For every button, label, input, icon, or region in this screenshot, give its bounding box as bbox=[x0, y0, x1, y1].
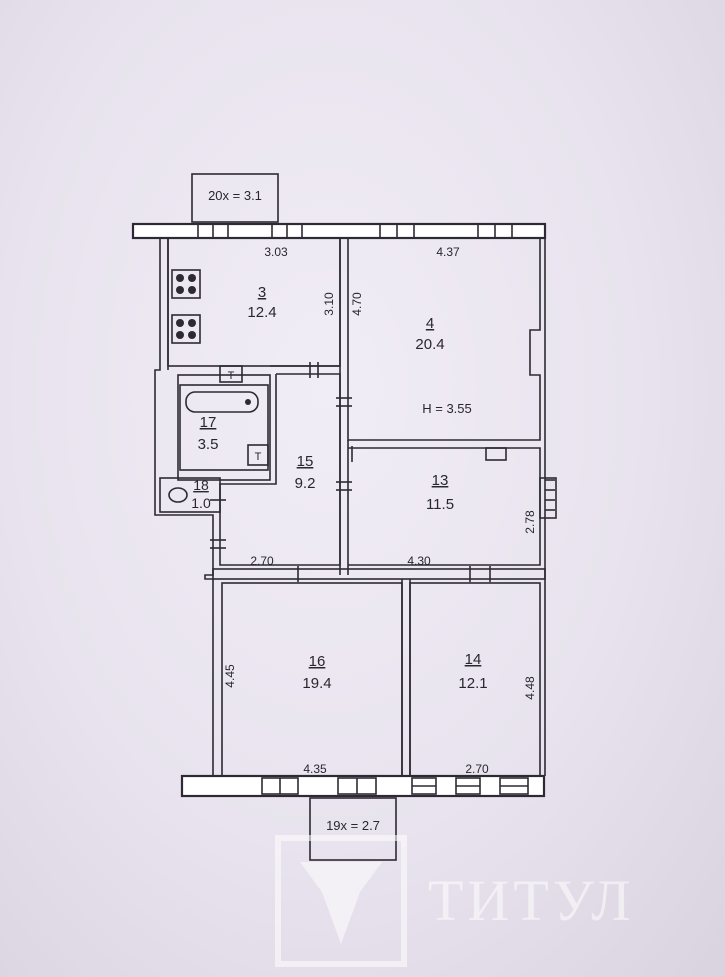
watermark-logo bbox=[275, 835, 407, 967]
dim-room3-width: 3.03 bbox=[264, 245, 288, 259]
room-15-walls bbox=[219, 373, 341, 566]
top-balcony-label: 20х = 3.1 bbox=[208, 188, 262, 203]
room-13-area: 11.5 bbox=[426, 496, 454, 513]
room-3-walls bbox=[167, 237, 341, 367]
dim-room14-width: 2.70 bbox=[465, 762, 489, 776]
door-marks bbox=[210, 362, 491, 582]
room-4-walls bbox=[347, 237, 541, 441]
room-13-number: 13 bbox=[432, 472, 449, 489]
dim-room13-width: 4.30 bbox=[407, 554, 431, 568]
top-wall bbox=[131, 222, 547, 240]
bottom-balcony bbox=[309, 797, 397, 861]
vent-mark: Т bbox=[228, 370, 235, 382]
bottom-windows bbox=[261, 777, 529, 795]
room-18-area: 1.0 bbox=[191, 495, 211, 511]
vent-shaft-icon bbox=[219, 365, 243, 383]
toilet-icon bbox=[168, 487, 188, 503]
dim-room16-depth: 4.45 bbox=[223, 664, 237, 688]
dim-room13-depth: 2.78 bbox=[523, 510, 537, 534]
bottom-balcony-label: 19х = 2.7 bbox=[326, 818, 380, 833]
middle-wall bbox=[212, 568, 546, 580]
room-4-number: 4 bbox=[426, 315, 434, 332]
top-windows bbox=[197, 223, 513, 239]
dim-room3-depth: 3.10 bbox=[322, 292, 336, 316]
bottom-wall bbox=[180, 774, 546, 798]
dim-room4-depth: 4.70 bbox=[350, 292, 364, 316]
room-17-walls bbox=[179, 384, 269, 471]
room-14-number: 14 bbox=[465, 651, 482, 668]
window bbox=[539, 477, 557, 519]
room-16-area: 19.4 bbox=[302, 675, 331, 692]
dim-room15-width: 2.70 bbox=[250, 554, 274, 568]
room-17-number: 17 bbox=[200, 414, 217, 431]
stove-icon bbox=[171, 269, 201, 299]
room-3-area: 12.4 bbox=[247, 304, 276, 321]
left-outline bbox=[154, 238, 214, 776]
room-17-area: 3.5 bbox=[198, 436, 219, 453]
room-4-area: 20.4 bbox=[415, 336, 444, 353]
room-3-number: 3 bbox=[258, 284, 266, 301]
room-16-number: 16 bbox=[309, 653, 326, 670]
watermark-text: ТИТУЛ bbox=[428, 868, 635, 933]
bathtub-icon bbox=[185, 391, 259, 413]
room-15-number: 15 bbox=[297, 453, 314, 470]
room-15-area: 9.2 bbox=[295, 475, 316, 492]
room-14-area: 12.1 bbox=[458, 675, 487, 692]
ceiling-height: H = 3.55 bbox=[422, 401, 472, 416]
room-18-number: 18 bbox=[193, 477, 209, 493]
top-balcony bbox=[191, 173, 279, 223]
stove-icon bbox=[171, 314, 201, 344]
vent-shaft-icon bbox=[247, 444, 269, 466]
dim-room16-width: 4.35 bbox=[303, 762, 327, 776]
vent-mark: Т bbox=[255, 451, 262, 463]
dim-room14-depth: 4.48 bbox=[523, 676, 537, 700]
dim-room4-width: 4.37 bbox=[436, 245, 460, 259]
room-18-walls bbox=[159, 477, 221, 513]
